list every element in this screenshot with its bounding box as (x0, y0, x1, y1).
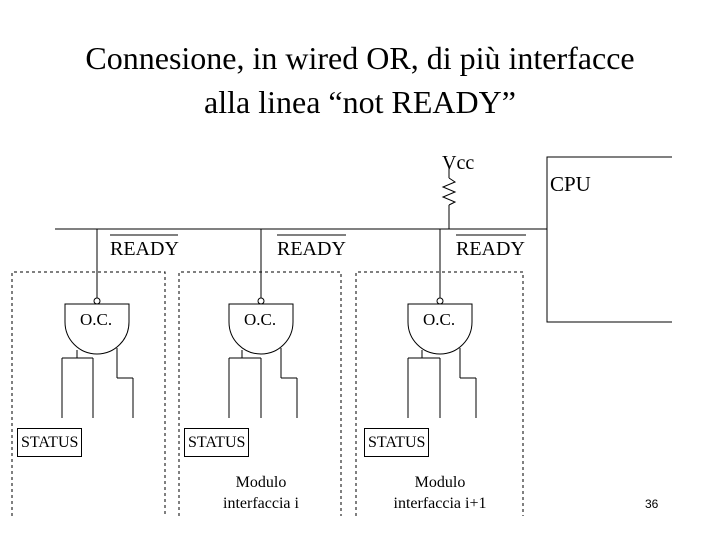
oc-gate-1 (64, 303, 130, 355)
oc-label-1: O.C. (80, 310, 113, 329)
module-3-label-line-1: Modulo (414, 474, 466, 491)
pullup-resistor (441, 165, 457, 229)
ready-label-2: READY (277, 238, 346, 260)
module-2-circuit (228, 229, 298, 418)
module-2-boundary (178, 271, 342, 516)
oc-bubble-3 (436, 297, 444, 305)
oc-label-3: O.C. (423, 310, 456, 329)
module-2-label: Modulo interfaccia i (201, 472, 321, 514)
slide-title: Connesione, in wired OR, di più interfac… (0, 36, 720, 124)
status-box-2: STATUS (184, 428, 250, 457)
title-line-2: alla linea “not READY” (204, 84, 516, 120)
oc-gate-2 (228, 303, 294, 355)
module-3-boundary (355, 271, 524, 516)
module-1-boundary (11, 271, 166, 516)
ready-label-1: READY (110, 238, 179, 260)
oc-bubble-2 (257, 297, 265, 305)
ready-label-3: READY (456, 238, 525, 260)
page-number: 36 (645, 497, 659, 511)
cpu-box (546, 156, 672, 323)
cpu-label: CPU (550, 172, 591, 196)
module-3-label-line-2: interfaccia i+1 (393, 495, 487, 512)
oc-bubble-1 (93, 297, 101, 305)
status-box-1: STATUS (17, 428, 83, 457)
vcc-label: Vcc (442, 152, 475, 174)
module-boundaries (11, 271, 524, 516)
module-1-circuit (61, 229, 134, 418)
title-line-1: Connesione, in wired OR, di più interfac… (85, 40, 635, 76)
module-3-circuit (407, 229, 477, 418)
module-3-label: Modulo interfaccia i+1 (380, 472, 500, 514)
oc-gate-3 (407, 303, 473, 355)
oc-label-2: O.C. (244, 310, 277, 329)
status-box-3: STATUS (364, 428, 430, 457)
module-2-label-line-1: Modulo (235, 474, 287, 491)
module-2-label-line-2: interfaccia i (223, 495, 299, 512)
